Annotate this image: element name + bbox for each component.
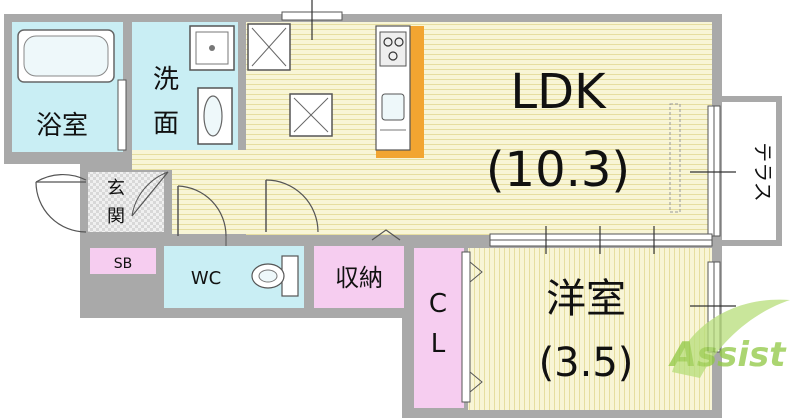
washroom-label-2: 面: [153, 109, 179, 139]
ldk-dashed-marker: [669, 103, 681, 213]
washing-machine-pan: [189, 25, 235, 71]
ldk-label: LDK: [510, 64, 607, 120]
ldk-bedroom-partition: [489, 226, 713, 254]
watermark-text: Assist: [668, 335, 788, 375]
terrace-label: テラス: [751, 142, 775, 202]
closet-label-1: C: [429, 289, 447, 319]
shoe-box-floor: [90, 248, 156, 274]
toilet-label: WC: [191, 268, 221, 289]
fridge-space: [247, 23, 291, 71]
shoe-box-label: SB: [114, 256, 133, 272]
entrance-label-2: 関: [107, 206, 125, 227]
assist-watermark-logo: Assist: [668, 299, 790, 378]
ldk-window: [690, 105, 736, 237]
pipe-space: [289, 93, 333, 137]
bathtub: [17, 29, 115, 83]
entrance-label-1: 玄: [107, 178, 125, 199]
hall-floor: [172, 168, 312, 234]
closet-doors: [461, 251, 483, 403]
bedroom-size-label: (3.5): [539, 340, 634, 386]
bath-label: 浴室: [36, 111, 88, 141]
storage-label: 収納: [335, 264, 383, 292]
closet-label-2: L: [431, 329, 446, 359]
washroom-label-1: 洗: [153, 65, 179, 95]
toilet-door: [177, 185, 227, 246]
storage-door: [371, 229, 401, 241]
top-window: [281, 0, 343, 40]
hall-floor-upper: [132, 150, 246, 170]
washroom-door: [117, 79, 127, 151]
toilet-fixture: [251, 255, 299, 297]
bedroom-label: 洋室: [546, 276, 626, 322]
hall-door: [131, 171, 169, 217]
ldk-size-label: (10.3): [486, 142, 630, 198]
storage-floor: [314, 246, 404, 308]
entrance-door: [35, 173, 87, 233]
closet-floor: [414, 248, 464, 408]
terrace: [716, 96, 782, 246]
kitchen-counter: [375, 25, 424, 158]
ldk-door: [265, 179, 319, 233]
bedroom-floor: [468, 248, 712, 410]
wash-basin: [197, 87, 233, 145]
